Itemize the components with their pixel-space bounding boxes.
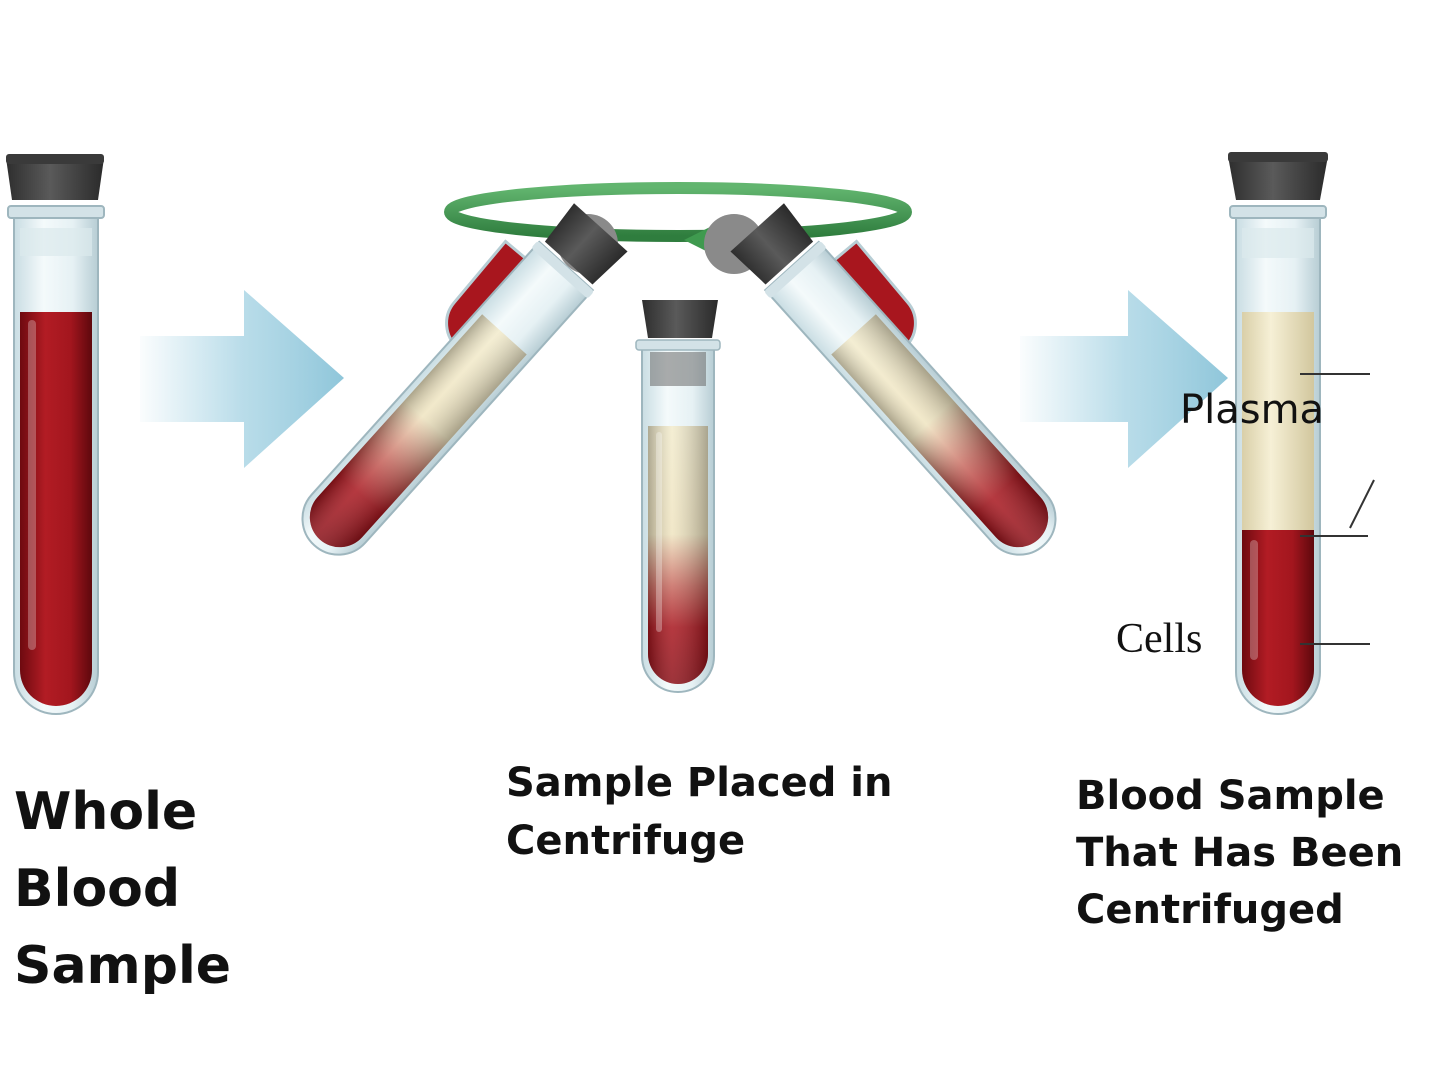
caption-line: That Has Been [1076, 830, 1404, 876]
caption-line: Blood Sample [1076, 773, 1385, 819]
flow-arrow-left [140, 290, 344, 468]
caption-line: Sample [14, 936, 232, 996]
cells-label: Cells [1116, 616, 1203, 662]
caption-line: Whole [14, 782, 198, 842]
spinning-tube-center [635, 300, 721, 693]
caption-line: Sample Placed in [506, 760, 893, 806]
caption-line: Centrifuged [1076, 887, 1344, 933]
caption-line: Centrifuge [506, 818, 746, 864]
centrifuged-tube [1228, 152, 1328, 715]
spinning-tube-right [730, 203, 1057, 556]
rotation-arrow [444, 182, 912, 258]
caption-centrifuged-blood-sample: Blood Sample That Has Been Centrifuged [1076, 768, 1403, 939]
leader-line-buffy-tick [1349, 479, 1375, 529]
whole-blood-tube [6, 154, 105, 715]
flow-arrow-right [1020, 290, 1228, 468]
plasma-label: Plasma [1180, 387, 1325, 433]
caption-line: Blood [14, 859, 181, 919]
caption-whole-blood-sample: Whole Blood Sample [14, 774, 231, 1005]
spinning-tube-left [301, 203, 628, 556]
caption-sample-placed-in-centrifuge: Sample Placed in Centrifuge [506, 754, 892, 870]
